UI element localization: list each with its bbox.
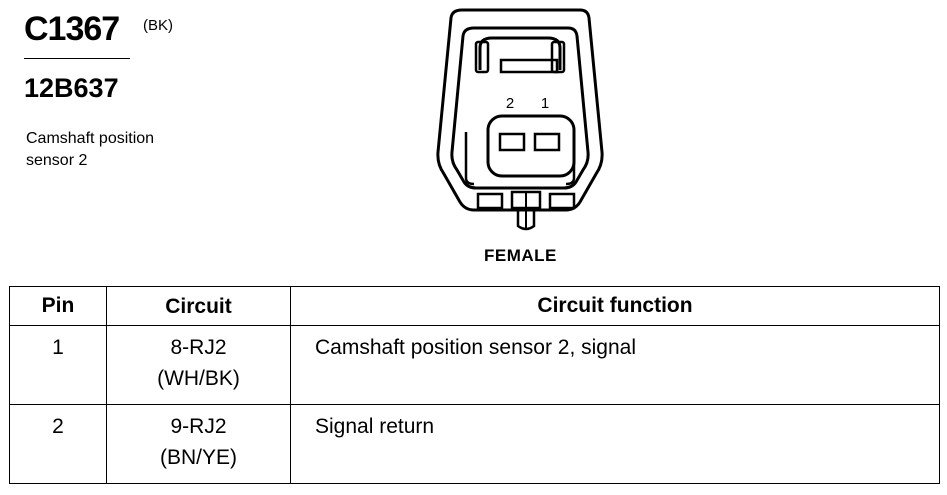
color-code: (BK): [143, 17, 173, 34]
connector-housing-inner: [450, 26, 590, 190]
table-row: 2 9-RJ2 (BN/YE) Signal return: [9, 404, 940, 484]
table-row: 1 8-RJ2 (WH/BK) Camshaft position sensor…: [9, 325, 940, 405]
header-circuit-function: Circuit function: [290, 286, 940, 326]
connector-housing-outer: [436, 8, 604, 212]
connector-face-diagram: 2 1: [436, 8, 604, 231]
connector-description: Camshaft position sensor 2: [26, 130, 155, 169]
table-header-row: Pin Circuit Circuit function: [9, 286, 940, 326]
pin-number: 2: [9, 404, 107, 484]
terminal-cavity-1: [533, 132, 561, 152]
connector-id: C1367: [24, 10, 120, 48]
side-rib-right: [565, 132, 576, 186]
key-slot: [499, 58, 559, 74]
header-pin: Pin: [9, 286, 107, 326]
title-divider: [24, 58, 130, 59]
circuit-number: 8-RJ2: [170, 336, 227, 359]
circuit-cell: 9-RJ2 (BN/YE): [106, 404, 291, 484]
circuit-function: Signal return: [290, 404, 940, 484]
header-circuit: Circuit: [106, 286, 291, 326]
pin-label-1: 1: [541, 95, 549, 112]
side-rib-left: [464, 132, 475, 186]
bottom-slot-right: [548, 192, 576, 210]
latch-tab-left: [474, 40, 490, 74]
pinout-table: Pin Circuit Circuit function 1 8-RJ2 (WH…: [9, 286, 940, 484]
terminal-cavity-2: [498, 132, 526, 152]
latch-arch: [478, 36, 562, 70]
circuit-cell: 8-RJ2 (WH/BK): [106, 325, 291, 405]
connector-gender-label: FEMALE: [484, 246, 557, 265]
pin-number: 1: [9, 325, 107, 405]
wire-color: (BN/YE): [159, 446, 237, 469]
pin-label-2: 2: [506, 95, 514, 112]
bottom-slot-left: [476, 192, 504, 210]
part-number: 12B637: [24, 73, 119, 103]
circuit-function: Camshaft position sensor 2, signal: [290, 325, 940, 405]
wire-color: (WH/BK): [157, 367, 240, 390]
circuit-number: 9-RJ2: [170, 415, 227, 438]
lock-tab: [516, 208, 536, 231]
